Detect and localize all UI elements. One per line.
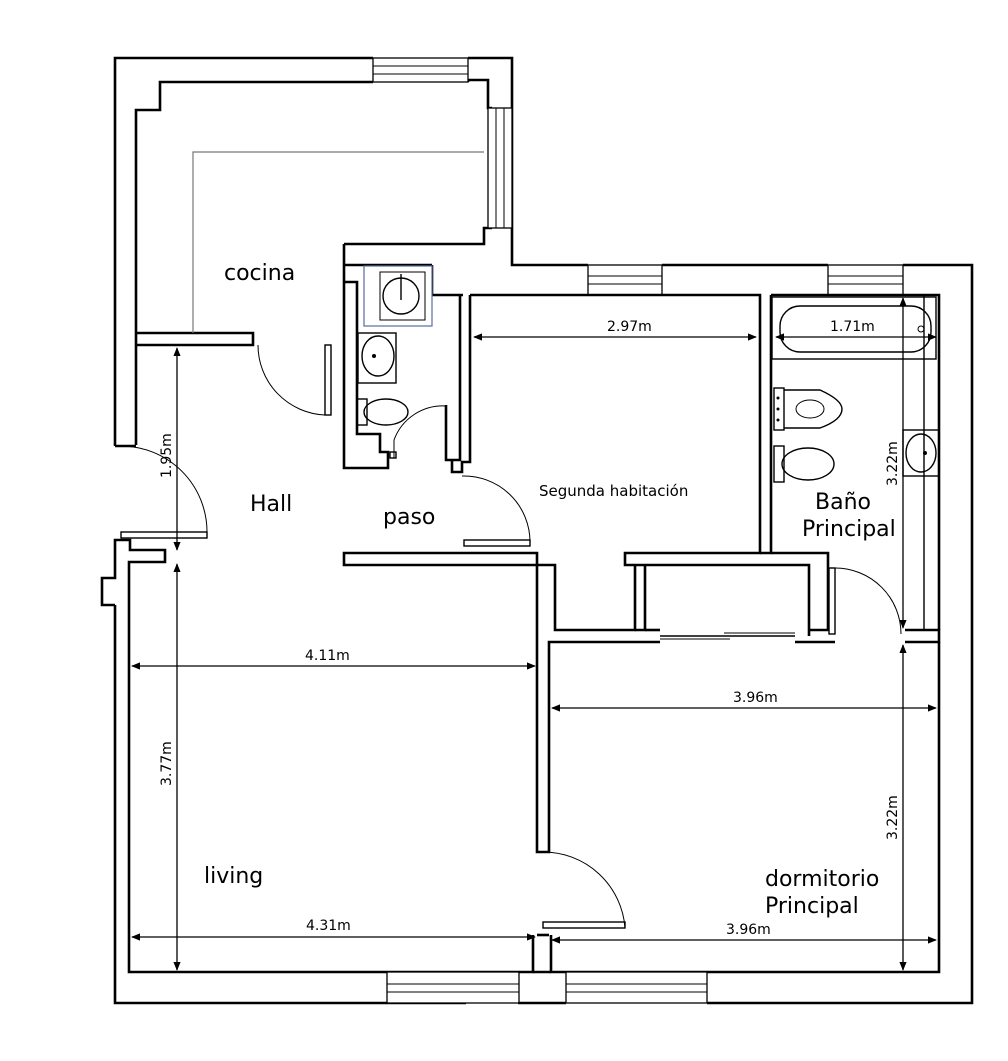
door-icon (828, 567, 902, 635)
dimension-labels: 2.97m 1.71m 3.22m 1.95m 4.11m 3.77m 4.31… (159, 319, 901, 938)
door-icon (389, 405, 447, 459)
room-label-bano-1: Baño (815, 490, 871, 515)
windows (372, 57, 904, 1004)
dim-dorm-height: 3.22m (885, 795, 901, 840)
room-label-dorm-2: Principal (765, 894, 859, 919)
outer-walls (100, 56, 974, 1005)
room-label-dorm-1: dormitorio (765, 867, 879, 892)
basin-icon (357, 332, 397, 384)
doors (120, 344, 902, 929)
door-icon (461, 475, 531, 547)
room-labels: cocina Hall paso Segunda habitación Baño… (204, 261, 896, 919)
room-label-bano-2: Principal (802, 517, 896, 542)
door-icon (542, 851, 626, 929)
dim-living-height: 3.77m (159, 741, 175, 786)
dim-living-width-top: 4.11m (305, 648, 350, 664)
room-label-cocina: cocina (224, 261, 295, 286)
sliding-door-icon (660, 632, 795, 640)
dim-dorm-width-bottom: 3.96m (726, 922, 771, 938)
toilet-icon (356, 398, 409, 426)
dim-segunda-width: 2.97m (607, 319, 652, 335)
kitchen-counter (192, 151, 484, 333)
fixtures (192, 151, 940, 640)
interior-walls (136, 244, 941, 937)
room-label-paso: paso (383, 505, 435, 530)
dimension-lines (131, 297, 937, 971)
dim-dorm-width-top: 3.96m (733, 690, 778, 706)
dim-bano-height: 3.22m (885, 441, 901, 486)
dim-hall-height: 1.95m (159, 433, 175, 478)
room-label-hall: Hall (250, 492, 292, 517)
bathtub-icon (771, 296, 937, 360)
basin-icon (902, 429, 940, 477)
door-icon (257, 344, 332, 416)
door-icon (120, 445, 208, 539)
room-label-segunda: Segunda habitación (539, 482, 688, 500)
toilet-icon (773, 445, 835, 483)
dim-living-width-bottom: 4.31m (306, 918, 351, 934)
room-label-living: living (204, 864, 263, 889)
bidet-icon (773, 387, 843, 431)
dim-bano-width: 1.71m (830, 319, 875, 335)
sink-icon (363, 265, 433, 327)
